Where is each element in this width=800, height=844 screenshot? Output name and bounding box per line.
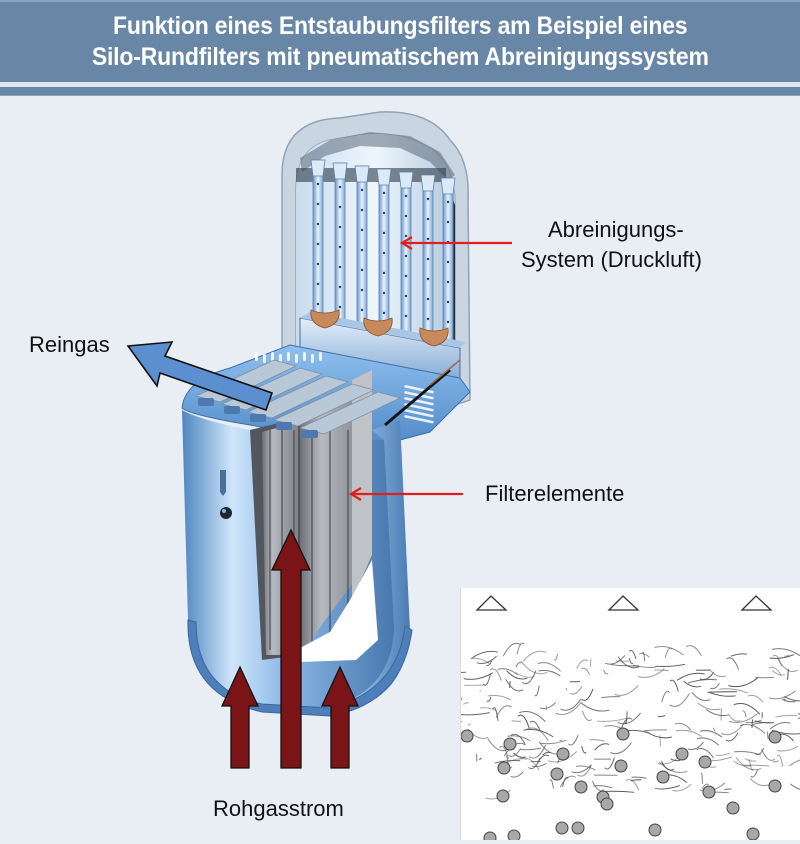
clean-gas-arrow — [126, 341, 274, 412]
dust-particle — [460, 729, 474, 743]
dust-particle — [556, 747, 570, 761]
blow-pipe — [398, 171, 414, 339]
title-line-1: Funktion eines Entstaubungsfilters am Be… — [112, 12, 688, 40]
dust-particle — [600, 797, 614, 811]
blow-pipe — [376, 168, 392, 335]
dust-particle — [496, 789, 510, 803]
filter-media-detail-inset — [450, 588, 800, 844]
raw-gas-arrow-left — [220, 665, 260, 769]
valve — [310, 309, 340, 329]
raw-gas-arrow-right — [320, 665, 360, 769]
triangle-marker-icon — [475, 595, 508, 611]
dust-particle — [702, 785, 716, 799]
label-raw-gas-flow: Rohgasstrom — [213, 796, 344, 821]
callout-arrow-cleaning-system — [399, 236, 512, 250]
cleaning-system-pipes — [310, 159, 456, 347]
dust-particle — [497, 761, 511, 775]
dust-particle — [768, 779, 782, 793]
triangle-marker-icon — [607, 595, 640, 611]
label-filter-elements: Filterelemente — [485, 481, 625, 506]
blow-pipe — [310, 159, 326, 323]
valve — [363, 317, 393, 337]
filter-cage — [272, 383, 376, 430]
blow-pipe — [354, 165, 370, 331]
filter-cage — [298, 391, 402, 438]
dust-particle — [726, 801, 740, 815]
dust-particle — [555, 821, 569, 835]
fiber-layer — [450, 642, 800, 800]
dust-particle — [675, 747, 689, 761]
raw-gas-arrows — [220, 528, 360, 769]
title-banner: Funktion eines Entstaubungsfilters am Be… — [0, 0, 800, 82]
diaphragm-valves — [310, 309, 449, 347]
dust-particle — [503, 737, 517, 751]
dust-particle — [656, 770, 670, 784]
dust-particle — [571, 821, 585, 835]
gas-spring — [384, 368, 451, 427]
callout-arrow-filter-elements — [348, 487, 463, 501]
blow-pipe — [440, 177, 456, 347]
header-divider-stripe — [0, 87, 800, 96]
flow-markers — [475, 595, 773, 611]
raw-gas-arrow-center — [270, 528, 312, 769]
dust-particle — [550, 767, 564, 781]
dust-particle — [483, 831, 497, 844]
dust-particle — [698, 755, 712, 769]
dust-particles — [460, 727, 782, 844]
dust-particle — [768, 730, 782, 744]
dust-particle — [614, 759, 628, 773]
blow-pipe — [332, 162, 348, 327]
label-clean-gas: Reingas — [29, 332, 110, 357]
valve — [419, 327, 449, 347]
dust-particle — [746, 827, 760, 841]
filter-media-illustration — [450, 595, 800, 844]
label-cleaning-system-line-1: Abreinigungs- — [548, 217, 684, 242]
filter-cage — [246, 375, 350, 422]
label-cleaning-system-line-2: System (Druckluft) — [521, 247, 702, 272]
dust-particle — [574, 780, 588, 794]
title-line-2: Silo-Rundfilters mit pneumatischem Abrei… — [91, 43, 709, 71]
triangle-marker-icon — [740, 595, 773, 611]
dust-particle — [507, 829, 521, 843]
dust-particle — [648, 823, 662, 837]
dust-particle — [616, 727, 630, 741]
blow-pipe — [420, 174, 436, 343]
header-divider-light — [0, 82, 800, 87]
